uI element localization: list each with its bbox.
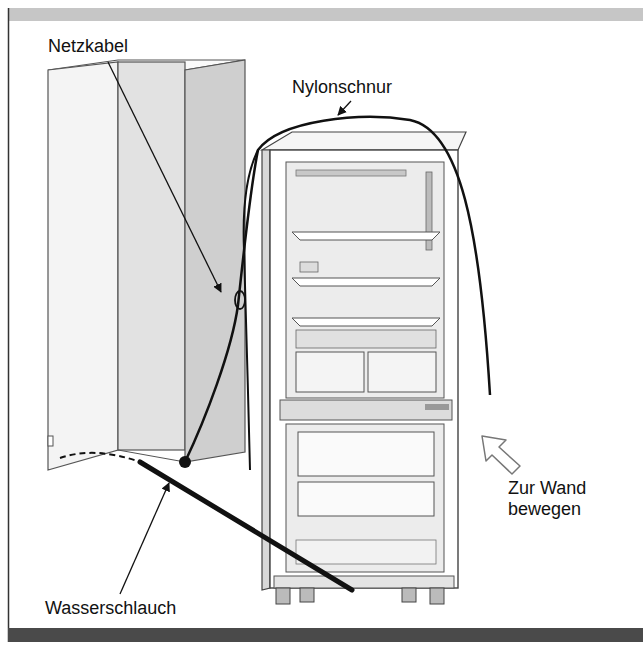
foot bbox=[276, 588, 290, 604]
freezer-drawer bbox=[298, 482, 434, 516]
foot bbox=[402, 588, 416, 602]
drawer bbox=[368, 352, 436, 392]
control-panel bbox=[300, 262, 318, 272]
rack bbox=[296, 330, 436, 348]
freezer-floor bbox=[296, 540, 436, 564]
part-label: Wasserschlauch bbox=[45, 598, 176, 619]
cabinet-side-panel bbox=[48, 62, 118, 470]
foot bbox=[430, 588, 444, 604]
divider-handle bbox=[425, 404, 449, 410]
label-box: Wasserschlauch bbox=[45, 598, 176, 619]
label-box: Nylonschnur bbox=[292, 77, 392, 98]
freezer-drawer bbox=[298, 432, 434, 476]
leader-line bbox=[108, 62, 221, 292]
cabinet-back-wall bbox=[118, 62, 185, 450]
plinth bbox=[274, 576, 454, 588]
frame-line bbox=[8, 8, 10, 642]
shelf bbox=[292, 278, 440, 286]
cabinet-floor-edge bbox=[118, 450, 185, 462]
leader-line bbox=[338, 101, 351, 115]
part-label: Nylonschnur bbox=[292, 77, 392, 98]
cord-loop bbox=[235, 291, 245, 309]
nylon-cord bbox=[185, 117, 490, 462]
part-label: Zur Wand bewegen bbox=[508, 478, 616, 520]
water-hose bbox=[140, 462, 352, 590]
shelf bbox=[292, 318, 440, 326]
drawer bbox=[296, 352, 364, 392]
label-box: Zur Wand bewegen bbox=[508, 478, 616, 520]
fridge-compartment bbox=[286, 162, 444, 398]
leader-line bbox=[120, 483, 169, 594]
shelf bbox=[292, 232, 440, 240]
move-arrow bbox=[482, 436, 520, 474]
bottom-bar bbox=[8, 628, 643, 642]
cabinet-notch bbox=[48, 436, 53, 446]
label-box: Netzkabel bbox=[48, 36, 128, 57]
fridge-body bbox=[270, 150, 458, 588]
freezer-compartment bbox=[286, 424, 444, 572]
foot bbox=[300, 588, 314, 602]
power-cable bbox=[244, 150, 258, 470]
fridge-side bbox=[262, 150, 270, 590]
cabinet-inner-wall bbox=[185, 60, 245, 462]
hidden-hose bbox=[60, 453, 140, 462]
top-bar bbox=[8, 8, 643, 21]
part-label: Netzkabel bbox=[48, 36, 128, 57]
plug bbox=[179, 456, 191, 468]
divider bbox=[280, 400, 452, 420]
fan-slot bbox=[296, 170, 406, 176]
